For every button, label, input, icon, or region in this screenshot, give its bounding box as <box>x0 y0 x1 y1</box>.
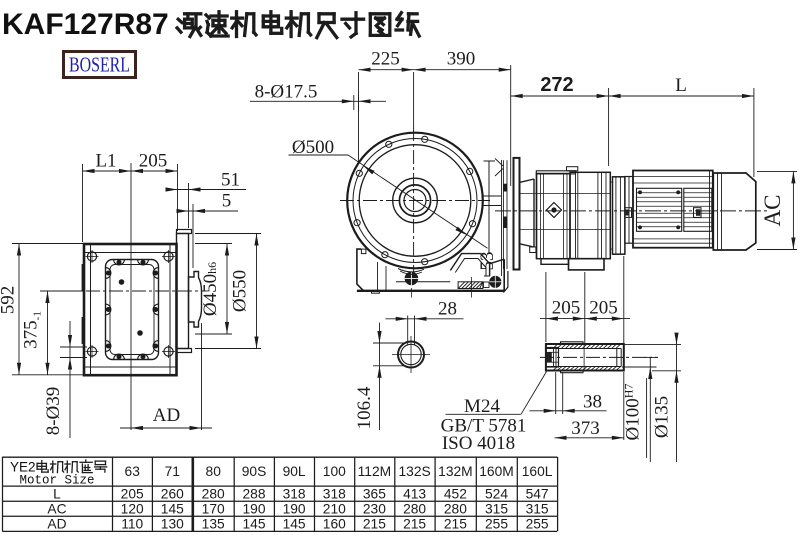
svg-text:205: 205 <box>139 151 168 172</box>
svg-text:KAF127R87: KAF127R87 <box>2 8 169 41</box>
svg-text:GB/T 5781: GB/T 5781 <box>441 416 527 437</box>
svg-text:135: 135 <box>202 517 225 532</box>
svg-text:255: 255 <box>526 517 549 532</box>
svg-text:71: 71 <box>165 464 180 479</box>
svg-text:132S: 132S <box>398 464 430 479</box>
svg-text:106.4: 106.4 <box>354 386 375 429</box>
svg-text:375-1: 375-1 <box>21 311 44 349</box>
svg-text:280: 280 <box>202 486 225 501</box>
svg-text:L: L <box>675 75 687 96</box>
svg-text:260: 260 <box>161 486 184 501</box>
svg-text:AD: AD <box>153 405 180 426</box>
svg-text:190: 190 <box>283 502 306 517</box>
svg-text:130: 130 <box>161 517 184 532</box>
svg-text:205: 205 <box>121 486 144 501</box>
svg-text:L: L <box>53 486 61 501</box>
svg-text:160: 160 <box>323 517 346 532</box>
svg-text:373: 373 <box>571 418 600 439</box>
svg-text:160M: 160M <box>479 464 514 479</box>
svg-text:547: 547 <box>526 486 549 501</box>
svg-text:413: 413 <box>403 486 426 501</box>
svg-text:318: 318 <box>323 486 346 501</box>
svg-text:100: 100 <box>323 464 346 479</box>
svg-text:51: 51 <box>221 170 240 191</box>
svg-text:210: 210 <box>323 502 346 517</box>
svg-text:205: 205 <box>552 298 581 319</box>
svg-text:5: 5 <box>222 191 232 212</box>
svg-text:AC: AC <box>760 195 785 227</box>
svg-text:280: 280 <box>403 502 426 517</box>
svg-text:53: 53 <box>477 252 498 271</box>
svg-text:63: 63 <box>125 464 141 479</box>
svg-text:120: 120 <box>121 502 144 517</box>
svg-text:ISO 4018: ISO 4018 <box>442 433 515 454</box>
svg-text:145: 145 <box>242 517 265 532</box>
svg-text:365: 365 <box>363 486 386 501</box>
svg-text:Ø100H7: Ø100H7 <box>622 384 644 441</box>
svg-text:L1: L1 <box>95 151 116 172</box>
svg-text:M24: M24 <box>464 396 500 417</box>
svg-text:38: 38 <box>583 392 602 413</box>
svg-text:452: 452 <box>444 486 467 501</box>
svg-text:28: 28 <box>438 299 457 320</box>
svg-text:524: 524 <box>485 486 508 501</box>
svg-text:315: 315 <box>485 502 508 517</box>
svg-text:80: 80 <box>206 464 222 479</box>
svg-text:112M: 112M <box>358 464 392 479</box>
svg-text:215: 215 <box>363 517 386 532</box>
svg-text:Ø550: Ø550 <box>230 270 251 312</box>
svg-text:132M: 132M <box>438 464 473 479</box>
svg-text:205: 205 <box>589 298 618 319</box>
svg-text:145: 145 <box>283 517 306 532</box>
svg-text:215: 215 <box>403 517 426 532</box>
svg-text:390: 390 <box>447 49 476 70</box>
svg-text:288: 288 <box>242 486 265 501</box>
svg-text:230: 230 <box>363 502 386 517</box>
svg-text:110: 110 <box>121 517 143 532</box>
svg-text:190: 190 <box>242 502 265 517</box>
svg-text:315: 315 <box>526 502 549 517</box>
svg-text:Motor Size: Motor Size <box>19 474 94 488</box>
svg-text:215: 215 <box>444 517 467 532</box>
svg-text:145: 145 <box>161 502 184 517</box>
svg-text:255: 255 <box>485 517 508 532</box>
svg-text:90L: 90L <box>283 464 306 479</box>
svg-text:YE2: YE2 <box>10 460 36 475</box>
svg-text:170: 170 <box>202 502 225 517</box>
svg-text:AC: AC <box>47 502 66 517</box>
svg-text:AD: AD <box>47 517 66 532</box>
svg-text:90S: 90S <box>242 464 267 479</box>
svg-text:318: 318 <box>283 486 306 501</box>
svg-text:160L: 160L <box>522 464 553 479</box>
svg-text:8-Ø17.5: 8-Ø17.5 <box>255 82 318 103</box>
svg-text:Ø450h6: Ø450h6 <box>200 262 221 316</box>
svg-text:8-Ø39: 8-Ø39 <box>43 387 64 436</box>
svg-text:BOSERL: BOSERL <box>69 53 130 77</box>
svg-text:225: 225 <box>371 49 400 70</box>
svg-text:Ø500: Ø500 <box>292 137 334 158</box>
svg-text:592: 592 <box>0 286 19 315</box>
svg-text:280: 280 <box>444 502 467 517</box>
svg-text:272: 272 <box>540 74 573 96</box>
svg-text:Ø135: Ø135 <box>652 396 673 438</box>
